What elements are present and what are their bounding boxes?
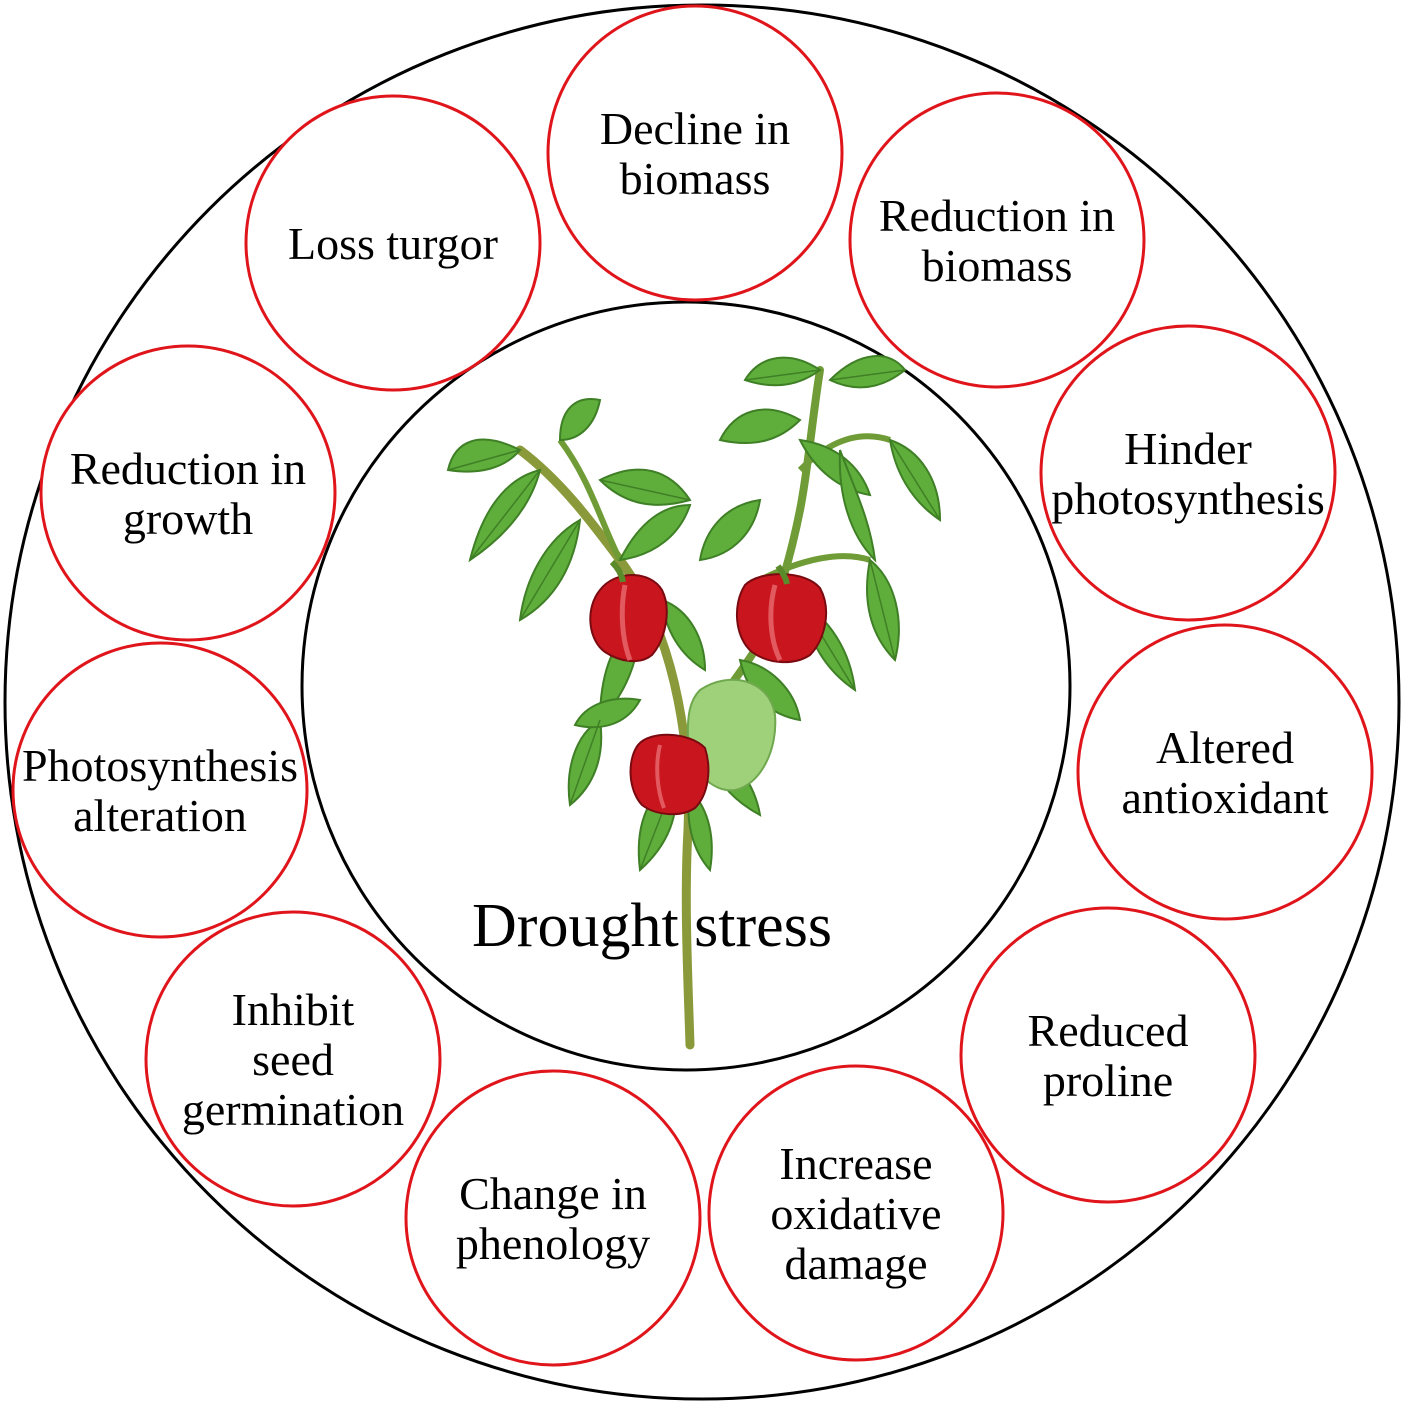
green-pepper <box>686 678 777 792</box>
effect-label-line: biomass <box>620 153 771 204</box>
effect-label-line: Altered <box>1156 722 1294 773</box>
effect-label-line: Inhibit <box>232 984 355 1035</box>
effect-circle <box>959 906 1257 1204</box>
effect-label-line: phenology <box>456 1218 650 1269</box>
effect-label-line: alteration <box>73 790 247 841</box>
effect-label-line: Reduction in <box>70 443 306 494</box>
effect-label-line: Increase <box>779 1138 932 1189</box>
red-pepper-right <box>735 564 828 664</box>
effect-label-line: oxidative <box>770 1188 941 1239</box>
effect-label-line: germination <box>182 1084 404 1135</box>
red-pepper-bottom <box>629 733 710 816</box>
effect-circle <box>1039 324 1337 622</box>
effect-circle <box>144 910 442 1208</box>
effect-label-line: Loss turgor <box>288 218 498 269</box>
effect-circle <box>546 4 844 302</box>
effect-circle <box>11 641 309 939</box>
effect-circle <box>707 1064 1005 1362</box>
effect-label-line: damage <box>784 1238 927 1289</box>
effect-label-line: Decline in <box>600 103 790 154</box>
inner-circle <box>300 300 1072 1072</box>
effect-label-line: Hinder <box>1124 423 1252 474</box>
effect-label-line: Photosynthesis <box>22 740 298 791</box>
effect-label-line: antioxidant <box>1122 772 1329 823</box>
effect-loss-turgor: Loss turgor <box>244 94 542 392</box>
effect-label-line: proline <box>1043 1055 1173 1106</box>
effect-label-line: biomass <box>922 240 1073 291</box>
pepper-plant-illustration <box>446 355 942 1050</box>
effect-circle <box>404 1069 702 1367</box>
effect-label-line: photosynthesis <box>1051 473 1324 524</box>
effect-circle <box>244 94 542 392</box>
effect-label-line: seed <box>252 1034 334 1085</box>
effect-circle <box>848 91 1146 389</box>
effect-label-line: Reduction in <box>879 190 1115 241</box>
red-pepper-left <box>589 559 668 663</box>
effect-label-line: growth <box>123 493 253 544</box>
effect-circle <box>39 344 337 642</box>
effect-label-line: Change in <box>459 1168 647 1219</box>
effect-label-line: Reduced <box>1028 1005 1189 1056</box>
center-title: Drought stress <box>472 892 832 960</box>
effect-circle <box>1076 623 1374 921</box>
